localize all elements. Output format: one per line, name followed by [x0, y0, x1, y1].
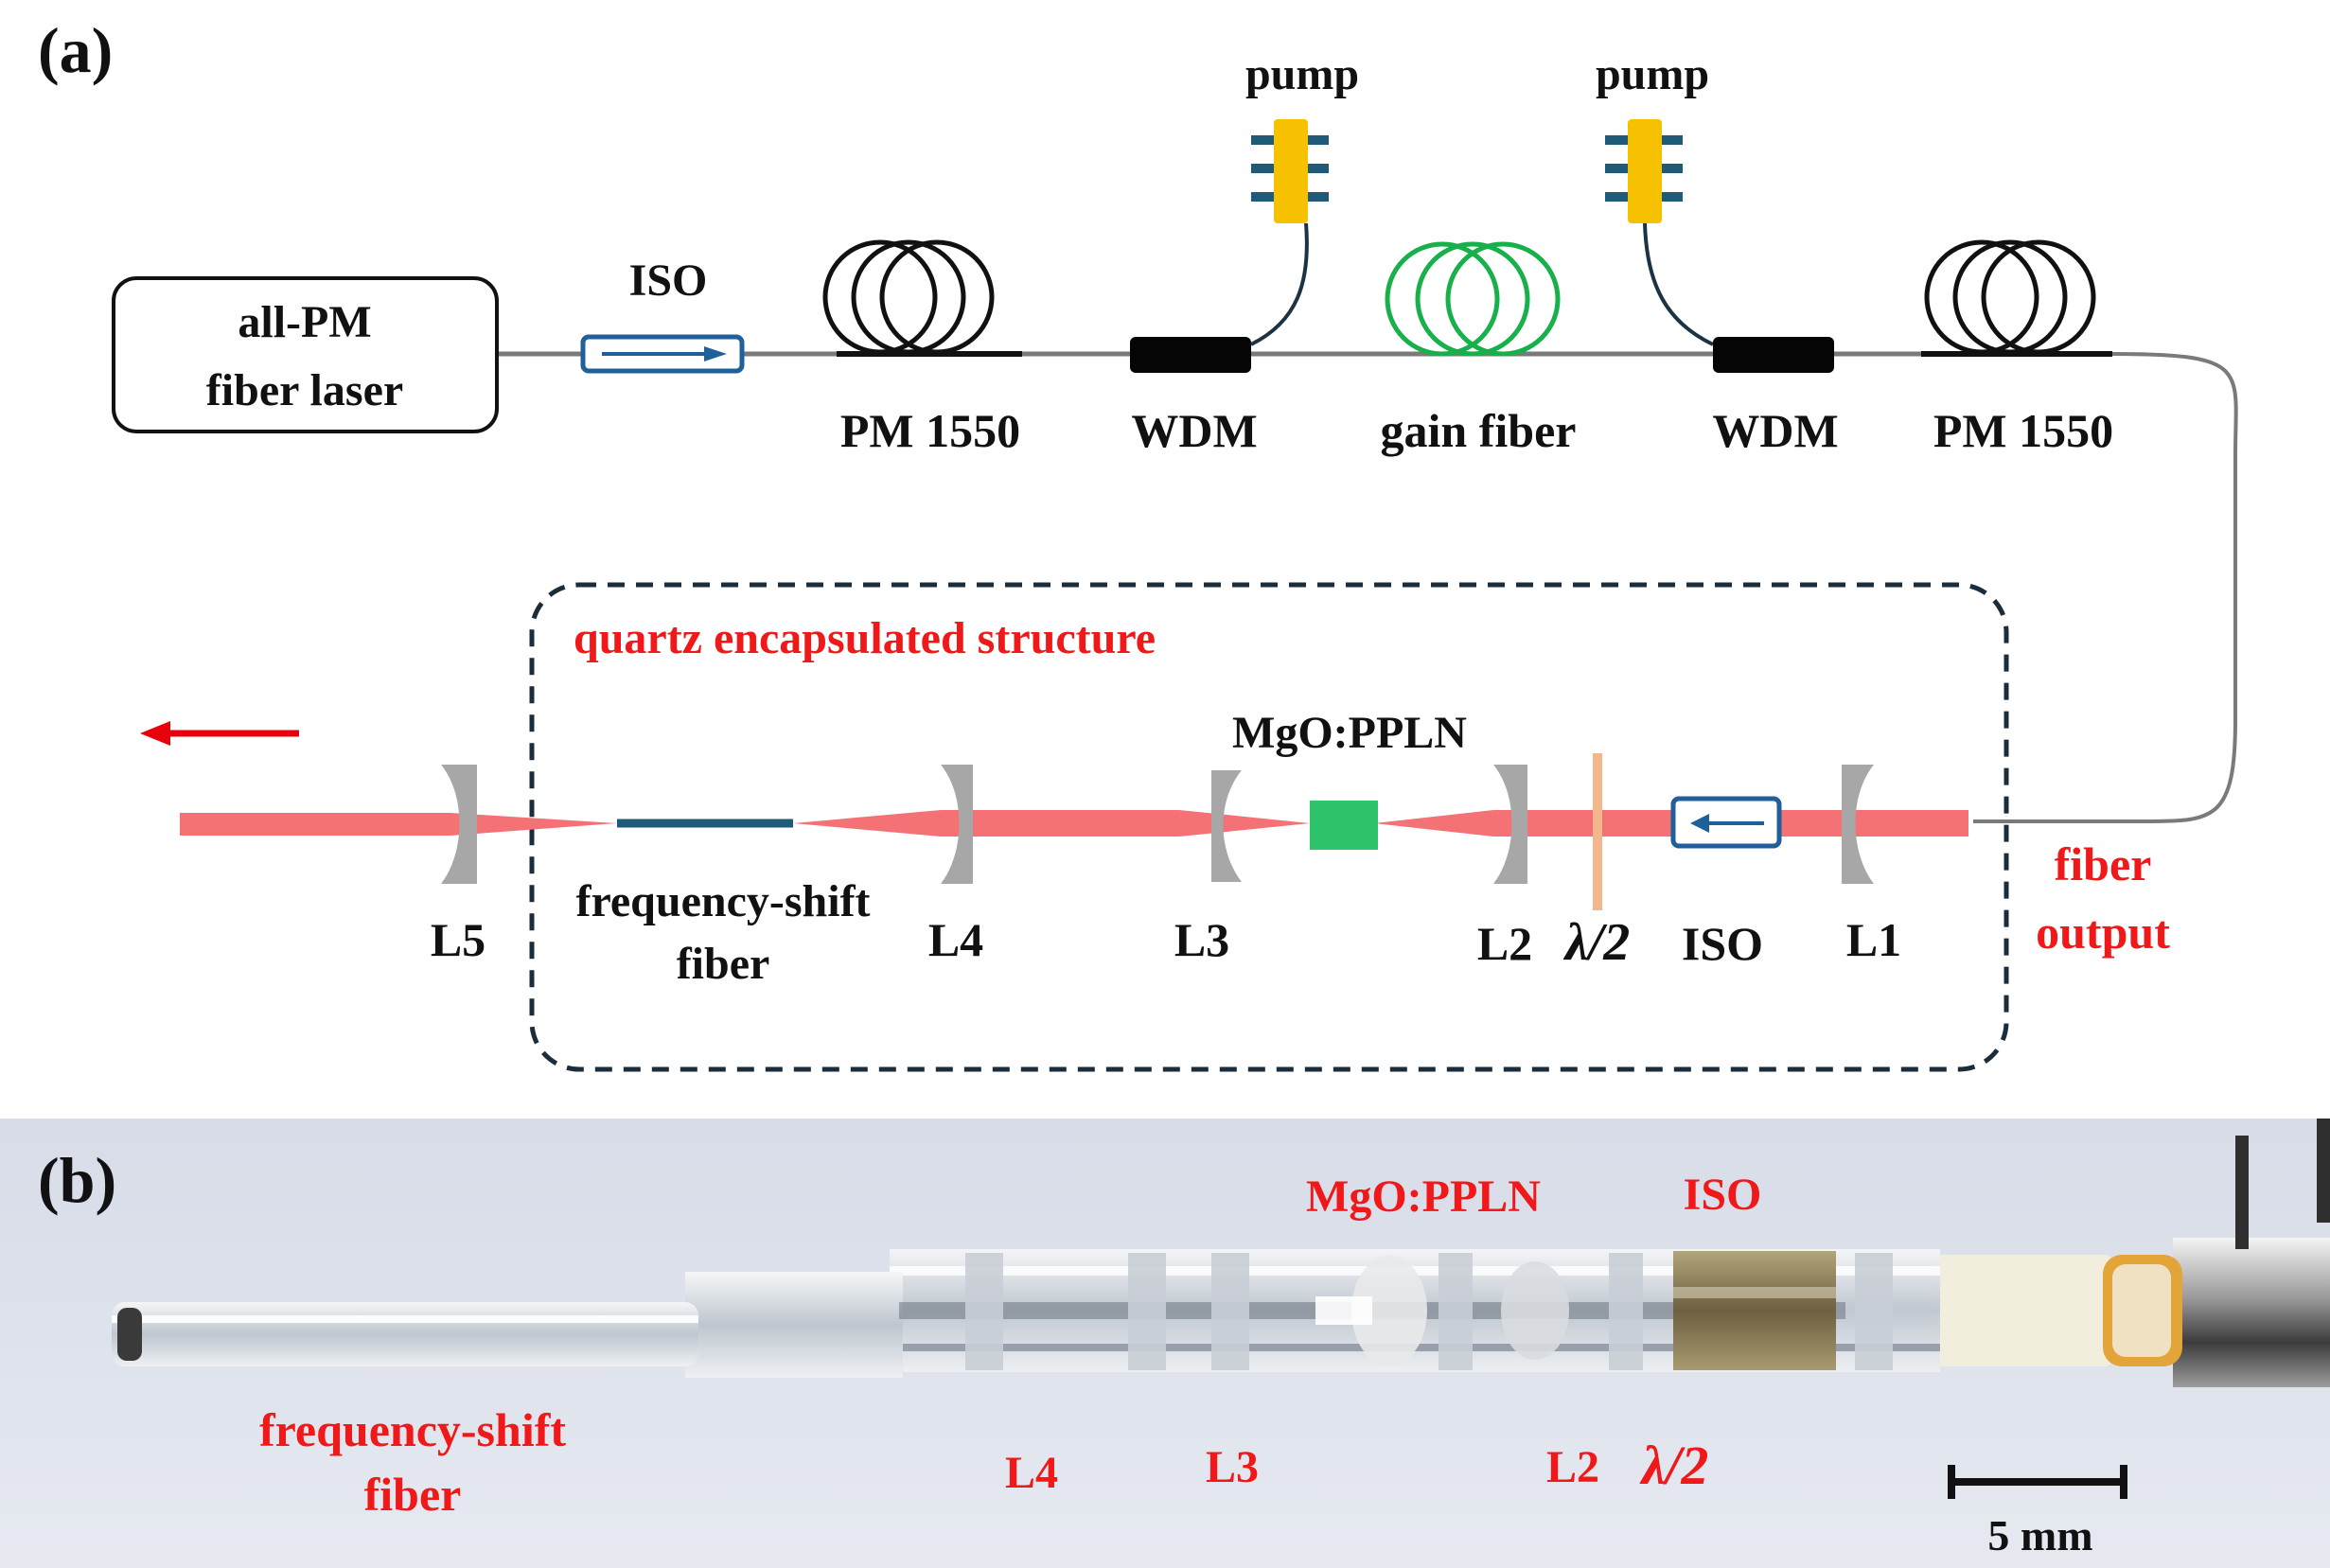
L2-label: L2: [1477, 917, 1532, 970]
lens-L5: [441, 765, 477, 884]
gain-fiber-coil: [1385, 241, 1561, 357]
device-photo: [0, 1119, 2330, 1568]
iso-top-label: ISO: [629, 255, 708, 306]
fs-fiber-label-2: fiber: [677, 939, 770, 989]
photo-L3-label: L3: [1206, 1442, 1259, 1492]
L4-label: L4: [928, 913, 983, 966]
lens-L2: [1493, 765, 1527, 884]
pump-diode-2: [1605, 119, 1714, 346]
isolator-top: [580, 334, 745, 374]
ppln-label: MgO:PPLN: [1232, 708, 1467, 758]
photo-hwp-label: λ/2: [1640, 1435, 1709, 1496]
half-wave-plate: [1593, 753, 1602, 910]
scale-bar-label: 5 mm: [1987, 1511, 2092, 1559]
L5-label: L5: [431, 913, 485, 966]
output-arrow: [140, 721, 299, 746]
scale-bar: [1948, 1465, 2127, 1499]
photo-fs-label-2: fiber: [364, 1468, 462, 1521]
wdm2-label: WDM: [1712, 404, 1838, 457]
lens-L3: [1211, 770, 1242, 882]
photo-L4-label: L4: [1005, 1448, 1058, 1498]
laser-label-line2: fiber laser: [206, 365, 403, 415]
photo-fs-label-1: frequency-shift: [259, 1403, 566, 1456]
fiber-output-label-1: fiber: [2055, 837, 2152, 890]
pump2-label: pump: [1596, 49, 1709, 99]
L1-label: L1: [1846, 913, 1901, 966]
photo-ppln-label: MgO:PPLN: [1306, 1172, 1541, 1222]
pm1550-label-1: PM 1550: [840, 404, 1020, 457]
fiber-laser-box: [112, 276, 499, 433]
fiber-output-label-2: output: [2036, 906, 2170, 959]
pm1550-label-2: PM 1550: [1933, 404, 2113, 457]
panel-b-label: (b): [38, 1144, 116, 1216]
wdm-1: [1130, 337, 1251, 373]
laser-label-line1: all-PM: [238, 297, 371, 347]
wdm-2: [1713, 337, 1834, 373]
wdm1-label: WDM: [1131, 404, 1257, 457]
hwp-label: λ/2: [1563, 913, 1630, 972]
fs-fiber-label-1: frequency-shift: [575, 876, 870, 926]
pump-diode-1: [1250, 119, 1329, 346]
panel-a-label: (a): [38, 14, 113, 86]
photo-iso-label: ISO: [1684, 1170, 1762, 1220]
pm-fiber-coil-1: [822, 239, 1022, 357]
L3-label: L3: [1174, 913, 1229, 966]
photo-L2-label: L2: [1546, 1442, 1599, 1492]
iso-bottom-label: ISO: [1682, 917, 1763, 970]
enclosure-label: quartz encapsulated structure: [574, 613, 1156, 663]
isolator-bottom: [1670, 796, 1782, 849]
ppln-crystal: [1310, 801, 1378, 850]
gain-fiber-label: gain fiber: [1381, 404, 1577, 457]
quartz-enclosure: [529, 582, 2009, 1072]
lens-L1: [1842, 765, 1874, 884]
pm-fiber-coil-2: [1921, 239, 2112, 357]
fiber-output-curve: [1973, 352, 2238, 823]
pump1-label: pump: [1245, 49, 1359, 99]
lens-L4: [941, 765, 973, 884]
